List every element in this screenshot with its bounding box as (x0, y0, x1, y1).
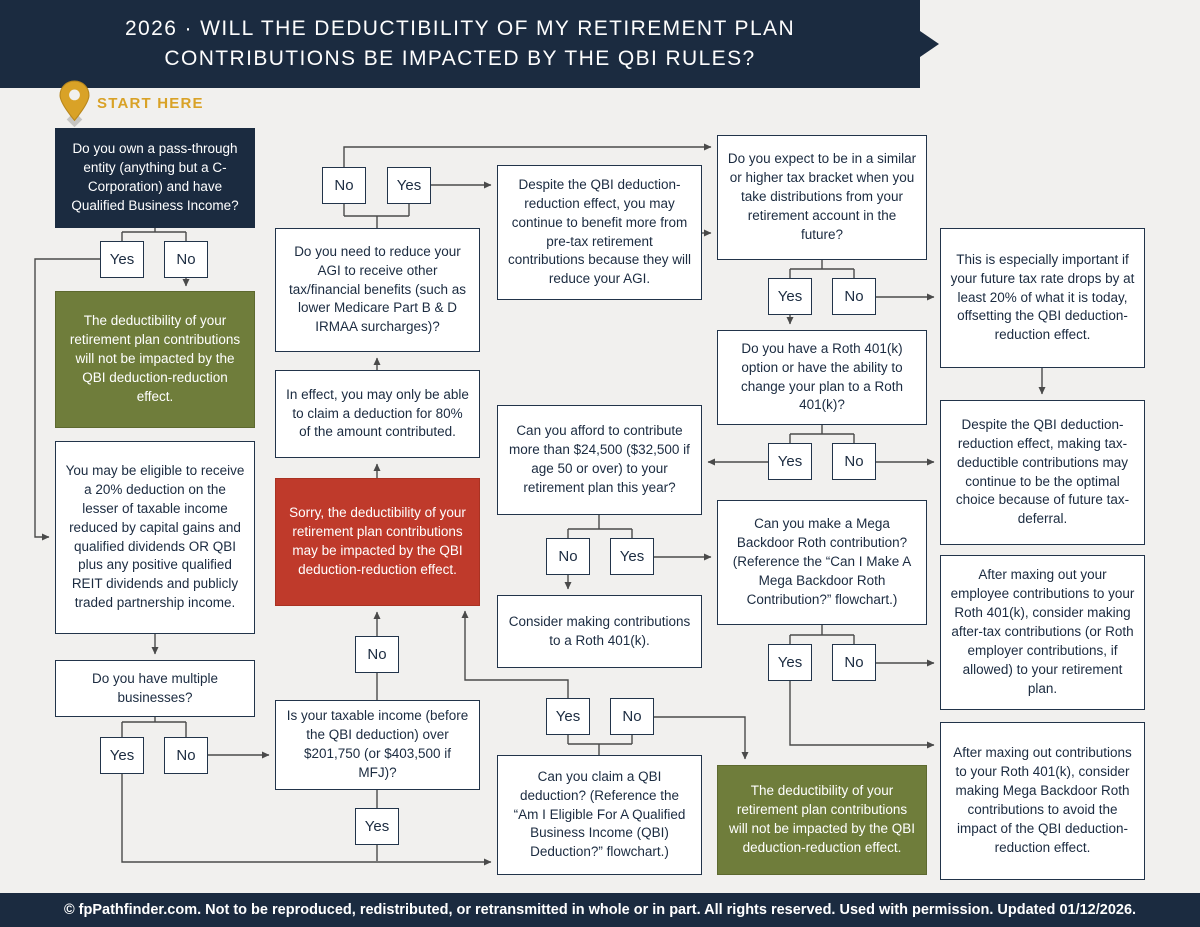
header-arrow-icon (920, 31, 939, 57)
node-not-impacted-left: The deductibility of your retirement pla… (55, 291, 255, 428)
node-in-effect-80-percent: In effect, you may only be able to claim… (275, 370, 480, 458)
node-q-multiple-businesses: Do you have multiple businesses? (55, 660, 255, 717)
answer-yes-taxable-income: Yes (355, 808, 399, 845)
footer-disclaimer: © fpPathfinder.com. Not to be reproduced… (0, 893, 1200, 927)
connector (789, 425, 855, 443)
connector (567, 515, 633, 538)
answer-no-tax-bracket: No (832, 278, 876, 315)
answer-no-mega-backdoor: No (832, 644, 876, 681)
map-pin-icon (59, 80, 90, 121)
node-q-roth-option: Do you have a Roth 401(k) option or have… (717, 330, 927, 425)
answer-no-roth-option: No (832, 443, 876, 480)
answer-no-passthrough: No (164, 241, 208, 278)
connector (789, 260, 855, 278)
start-here-label: START HERE (97, 95, 204, 112)
page-title-line1: 2026 · WILL THE DEDUCTIBILITY OF MY RETI… (124, 17, 796, 40)
node-q-taxable-income: Is your taxable income (before the QBI d… (275, 700, 480, 790)
node-sorry-impacted: Sorry, the deductibility of your retirem… (275, 478, 480, 606)
answer-yes-tax-bracket: Yes (768, 278, 812, 315)
connector (121, 228, 187, 241)
node-consider-roth: Consider making contributions to a Roth … (497, 595, 702, 668)
answer-yes-passthrough: Yes (100, 241, 144, 278)
connector-arrow (343, 143, 712, 167)
node-q-afford-contribution: Can you afford to contribute more than $… (497, 405, 702, 515)
connector-arrow (654, 716, 749, 760)
answer-yes-reduce-agi: Yes (387, 167, 431, 204)
connector (343, 204, 410, 228)
page-title-line2: CONTRIBUTIONS BE IMPACTED BY THE QBI RUL… (164, 47, 756, 70)
node-q-passthrough: Do you own a pass-through entity (anythi… (55, 128, 255, 228)
answer-no-claim-qbi: No (610, 698, 654, 735)
connector (567, 735, 633, 755)
node-despite-tax-deferral: Despite the QBI deduction-reduction effe… (940, 400, 1145, 545)
node-q-mega-backdoor: Can you make a Mega Backdoor Roth contri… (717, 500, 927, 625)
answer-yes-claim-qbi: Yes (546, 698, 590, 735)
header-banner: 2026 · WILL THE DEDUCTIBILITY OF MY RETI… (0, 0, 920, 88)
node-q-tax-bracket: Do you expect to be in a similar or high… (717, 135, 927, 260)
node-q-reduce-agi: Do you need to reduce your AGI to receiv… (275, 228, 480, 352)
answer-yes-multiple: Yes (100, 737, 144, 774)
node-despite-pretax-benefit: Despite the QBI deduction-reduction effe… (497, 165, 702, 300)
answer-yes-afford: Yes (610, 538, 654, 575)
answer-no-taxable-income: No (355, 636, 399, 673)
connector (121, 717, 187, 737)
node-after-tax-contributions: After maxing out your employee contribut… (940, 555, 1145, 710)
connector (789, 625, 855, 644)
node-q-claim-qbi: Can you claim a QBI deduction? (Referenc… (497, 755, 702, 875)
answer-yes-roth-option: Yes (768, 443, 812, 480)
answer-yes-mega-backdoor: Yes (768, 644, 812, 681)
answer-no-reduce-agi: No (322, 167, 366, 204)
node-not-impacted-right: The deductibility of your retirement pla… (717, 765, 927, 875)
node-eligible-20-deduction: You may be eligible to receive a 20% ded… (55, 441, 255, 634)
answer-no-afford: No (546, 538, 590, 575)
node-especially-important: This is especially important if your fut… (940, 228, 1145, 368)
connector-arrow (789, 681, 935, 749)
node-mega-backdoor-roth: After maxing out contributions to your R… (940, 722, 1145, 880)
answer-no-multiple: No (164, 737, 208, 774)
